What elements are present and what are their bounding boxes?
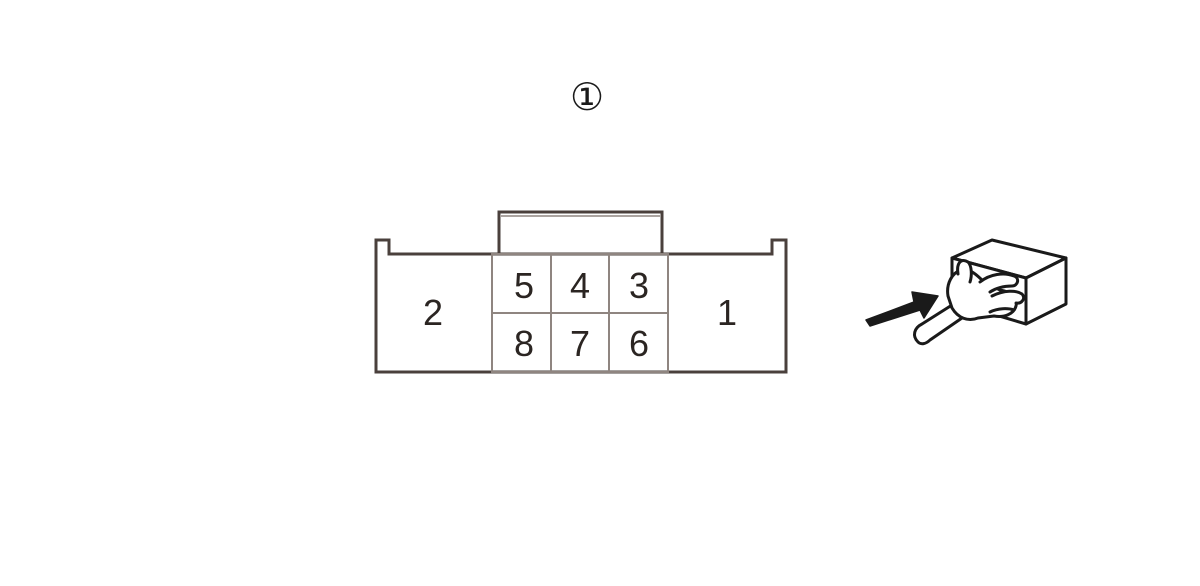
hand-pushing-connector-icon xyxy=(865,238,1068,346)
callout-number: ① xyxy=(570,75,604,119)
pin-label-7: 7 xyxy=(570,323,590,364)
pin-label-6: 6 xyxy=(629,323,649,364)
connector-housing xyxy=(374,210,788,374)
hand-icon xyxy=(913,259,1026,346)
pin-label-5: 5 xyxy=(514,265,534,306)
pin-label-3: 3 xyxy=(629,265,649,306)
pin-label-8: 8 xyxy=(514,323,534,364)
pin-label-4: 4 xyxy=(570,265,590,306)
pin-label-2: 2 xyxy=(423,292,443,333)
locking-tab xyxy=(497,210,664,254)
pin-label-1: 1 xyxy=(717,292,737,333)
arrow-right-icon xyxy=(865,291,939,327)
housing-outline xyxy=(374,238,788,374)
